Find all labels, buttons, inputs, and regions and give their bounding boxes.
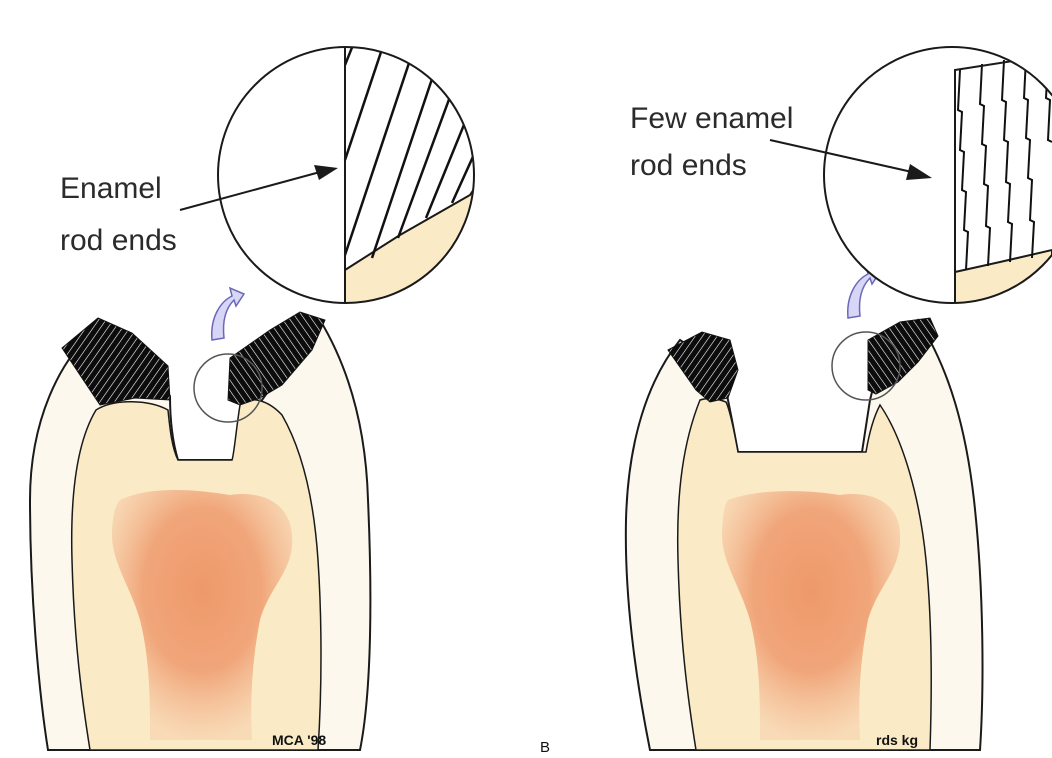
left-label-line-1: Enamel [60, 172, 162, 205]
left-signature: MCA '98 [272, 732, 326, 748]
panel-letter: B [540, 739, 550, 756]
right-label-line-1: Few enamel [630, 102, 793, 135]
right-signature: rds kg [876, 732, 918, 748]
left-magnifier [218, 40, 480, 320]
left-tooth [30, 288, 370, 750]
right-label-line-2: rod ends [630, 149, 747, 182]
left-curved-arrow [212, 288, 244, 340]
right-magnifier [824, 47, 1052, 320]
left-label-line-2: rod ends [60, 224, 177, 257]
right-tooth [626, 266, 983, 750]
